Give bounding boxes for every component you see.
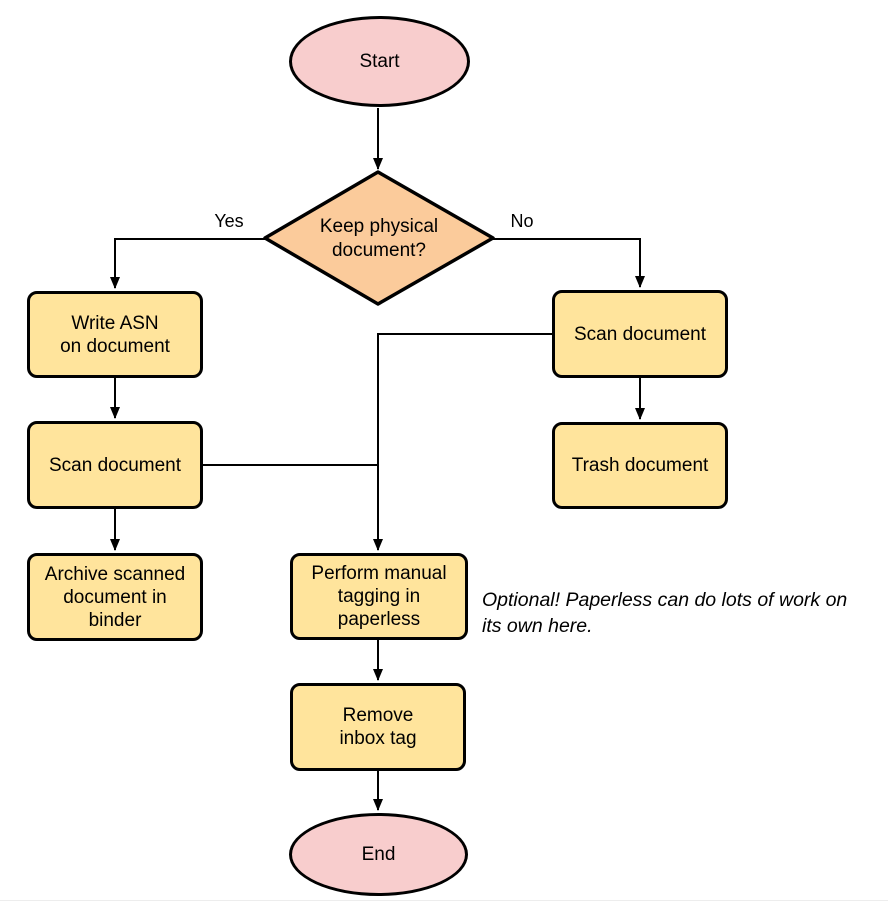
decision-node: Keep physical document? bbox=[279, 203, 479, 275]
archive-node: Archive scanned document in binder bbox=[27, 553, 203, 641]
write-asn-node: Write ASN on document bbox=[27, 291, 203, 378]
edge-decision-yes-to-write-asn bbox=[110, 238, 265, 289]
optional-note: Optional! Paperless can do lots of work … bbox=[482, 589, 848, 637]
edge-scan-right-to-tagging bbox=[373, 333, 552, 551]
decision-label-line1: Keep physical bbox=[319, 216, 439, 237]
start-node: Start bbox=[289, 16, 470, 107]
start-label: Start bbox=[359, 51, 400, 72]
page-bottom-divider bbox=[0, 900, 888, 901]
remove-inbox-tag-node: Remove inbox tag bbox=[290, 683, 466, 771]
edge-label-yes: Yes bbox=[203, 211, 255, 231]
decision-diamond-shape bbox=[263, 170, 495, 306]
edge-label-no: No bbox=[496, 211, 548, 231]
end-node: End bbox=[289, 813, 468, 896]
manual-tagging-node: Perform manual tagging in paperless bbox=[290, 553, 468, 640]
scan-document-left-node: Scan document bbox=[27, 421, 203, 509]
decision-label-line2: document? bbox=[331, 240, 426, 261]
trash-document-node: Trash document bbox=[552, 422, 728, 509]
edge-decision-no-to-scan-right bbox=[493, 238, 645, 288]
scan-document-right-node: Scan document bbox=[552, 290, 728, 378]
end-label: End bbox=[361, 844, 396, 865]
